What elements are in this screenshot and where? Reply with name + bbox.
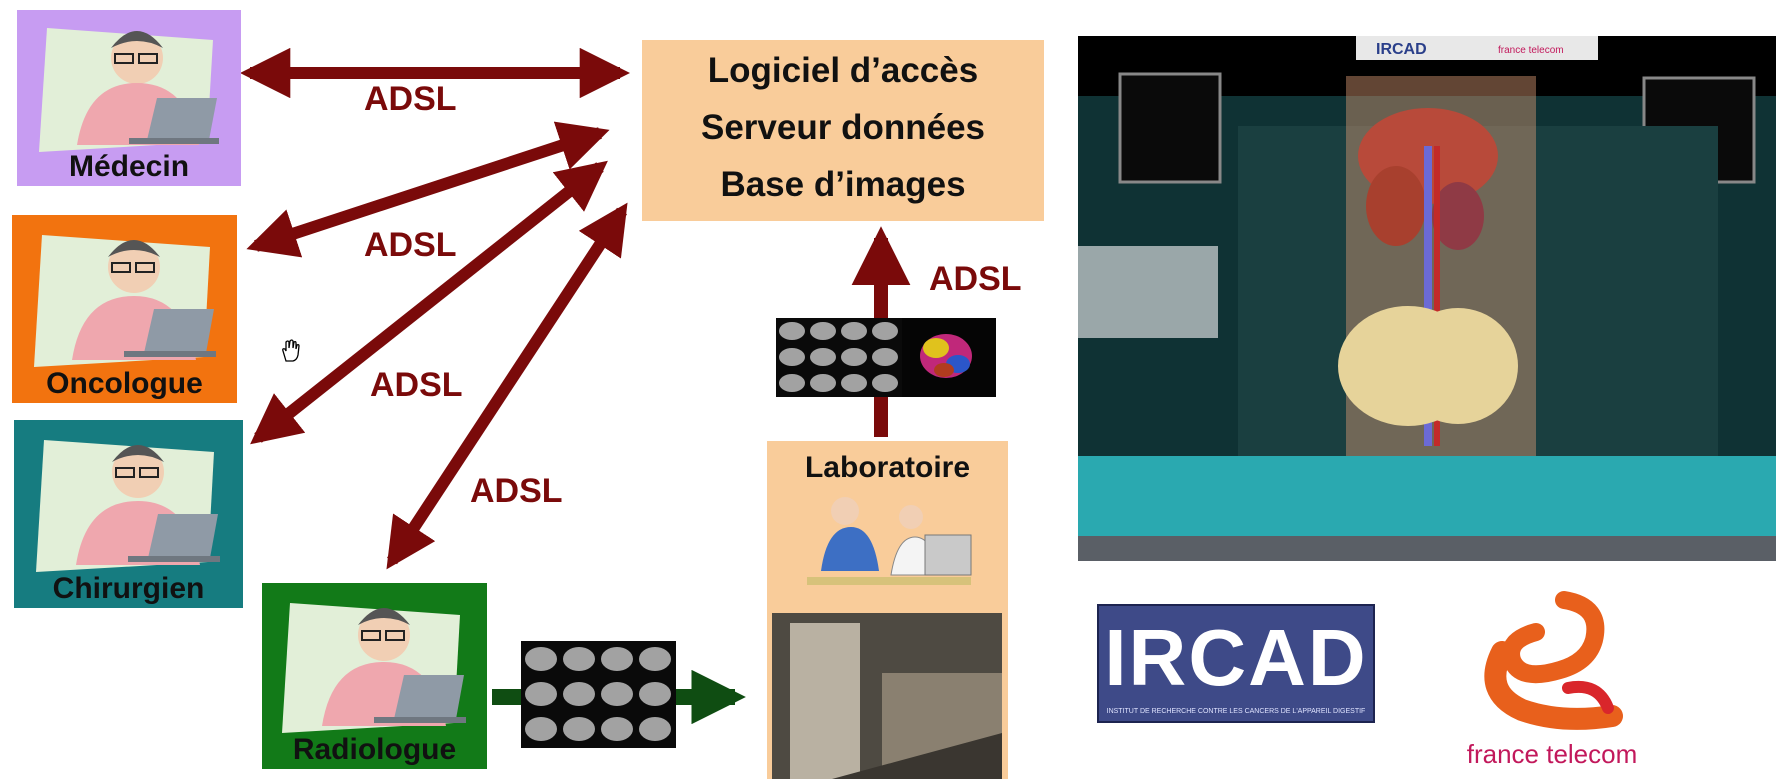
person-at-laptop-icon bbox=[39, 28, 219, 152]
ircad-banner-text: IRCAD bbox=[1376, 41, 1427, 58]
virtual-operating-room-image: IRCAD france telecom bbox=[1078, 36, 1776, 561]
ircad-logo: IRCAD INSTITUT DE RECHERCHE CONTRE LES C… bbox=[1097, 604, 1375, 723]
3d-reconstruction-thumbnail bbox=[902, 318, 996, 397]
lab-workers-illustration bbox=[807, 497, 972, 585]
ct-scan-grid-image bbox=[779, 322, 898, 392]
server-box: Logiciel d’accès Serveur données Base d’… bbox=[642, 40, 1044, 221]
role-label: Médecin bbox=[68, 150, 190, 183]
adsl-label: ADSL bbox=[929, 260, 1022, 298]
building-image bbox=[772, 613, 1002, 779]
france-telecom-logo-text: france telecom bbox=[1466, 739, 1638, 769]
adsl-label: ADSL bbox=[470, 472, 563, 510]
ct-scan-grid-image bbox=[525, 647, 671, 741]
ct-scan-thumbnails bbox=[776, 318, 902, 397]
ircad-logo-text: IRCAD bbox=[1104, 613, 1368, 702]
adsl-label: ADSL bbox=[370, 366, 463, 404]
ircad-logo-subtitle: INSTITUT DE RECHERCHE CONTRE LES CANCERS… bbox=[1106, 708, 1366, 715]
role-label: Radiologue bbox=[292, 733, 457, 766]
ampersand-logo-icon bbox=[1484, 591, 1623, 730]
laboratoire-box: Laboratoire bbox=[767, 441, 1008, 779]
laboratoire-title: Laboratoire bbox=[804, 451, 971, 484]
role-label: Oncologue bbox=[46, 367, 203, 400]
server-line: Logiciel d’accès bbox=[707, 51, 979, 90]
adsl-label: ADSL bbox=[364, 80, 457, 118]
person-at-laptop-icon bbox=[34, 235, 216, 367]
person-at-laptop-icon bbox=[36, 440, 220, 572]
adsl-label: ADSL bbox=[364, 226, 457, 264]
organ-render-image bbox=[920, 334, 972, 378]
role-oncologue: Oncologue bbox=[12, 215, 237, 403]
ct-scan-thumbnails-radiology bbox=[521, 641, 676, 748]
hand-cursor-icon bbox=[282, 339, 300, 362]
role-radiologue: Radiologue bbox=[262, 583, 487, 769]
person-at-laptop-icon bbox=[282, 603, 466, 733]
role-medecin: Médecin bbox=[17, 10, 241, 186]
lab-building-photo bbox=[772, 613, 1002, 779]
radiologue-link-arrow bbox=[386, 202, 628, 570]
virtual-reality-scene: IRCAD france telecom bbox=[1078, 36, 1776, 561]
france-telecom-logo: france telecom bbox=[1452, 590, 1652, 770]
partner-banner-text: france telecom bbox=[1498, 45, 1564, 56]
role-chirurgien: Chirurgien bbox=[14, 420, 243, 608]
role-label: Chirurgien bbox=[52, 572, 205, 605]
server-line: Serveur données bbox=[701, 108, 985, 147]
server-line: Base d’images bbox=[720, 165, 966, 204]
